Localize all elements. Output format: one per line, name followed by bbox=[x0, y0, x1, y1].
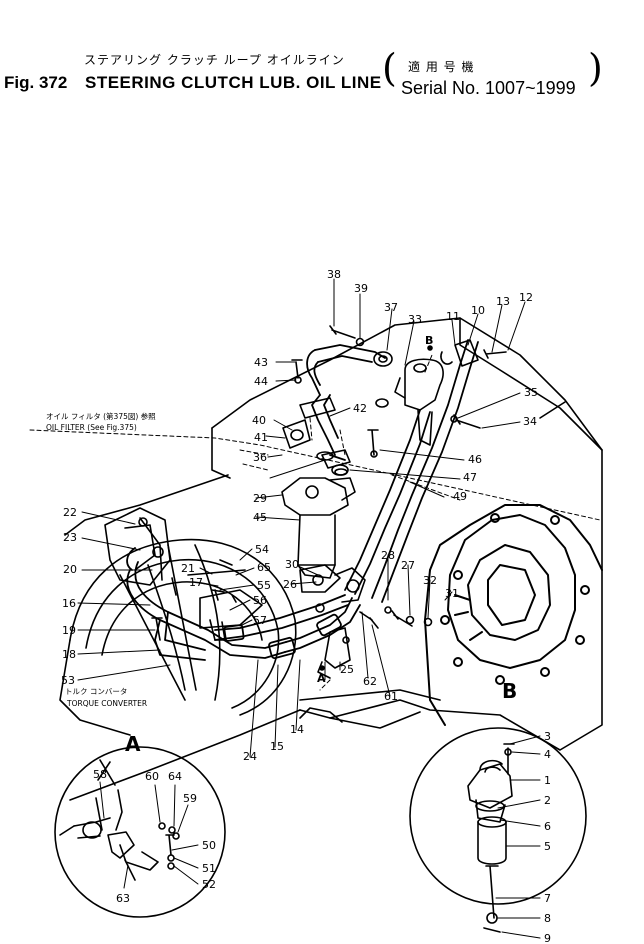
part-number-callout: 60 bbox=[145, 770, 159, 783]
oil-filter-jp-note: オイル フィルタ (第375図) 参照 bbox=[46, 411, 156, 421]
part-number-callout: 53 bbox=[61, 674, 75, 687]
part-number-callout: 44 bbox=[254, 375, 268, 388]
oil-pipes bbox=[126, 339, 479, 661]
part-number-callout: 13 bbox=[496, 295, 510, 308]
part-number-callout: 51 bbox=[202, 862, 216, 875]
part-number-callout: 29 bbox=[253, 492, 267, 505]
part-number-callout: 42 bbox=[353, 402, 367, 415]
detail-b-reference: B bbox=[425, 334, 433, 347]
part-number-callout: 19 bbox=[62, 624, 76, 637]
part-number-callout: 11 bbox=[446, 310, 460, 323]
part-number-callout: 28 bbox=[381, 549, 395, 562]
part-number-callout: 36 bbox=[253, 451, 267, 464]
japanese-serial: 適 用 号 機 bbox=[408, 60, 475, 74]
part-number-callout: 7 bbox=[544, 892, 551, 905]
part-number-callout: 10 bbox=[471, 304, 485, 317]
part-number-callout: 63 bbox=[116, 892, 130, 905]
part-number-callout: 14 bbox=[290, 723, 304, 736]
part-number-callout: 62 bbox=[363, 675, 377, 688]
detail-a-label: A bbox=[125, 732, 141, 756]
part-number-callout: 9 bbox=[544, 932, 551, 944]
serial-range: Serial No. 1007~1999 bbox=[401, 78, 576, 98]
torque-converter-note: TORQUE CONVERTER bbox=[66, 699, 147, 708]
part-number-callout: 61 bbox=[384, 690, 398, 703]
part-number-callout: 37 bbox=[384, 301, 398, 314]
oil-filter-note: OIL FILTER (See Fig.375) bbox=[46, 423, 137, 432]
reference-lines bbox=[29, 354, 601, 691]
gear-housing bbox=[424, 504, 603, 726]
fittings bbox=[281, 339, 479, 679]
part-number-callout: 18 bbox=[62, 648, 76, 661]
part-number-callout: 31 bbox=[445, 587, 459, 600]
part-number-callout: 41 bbox=[254, 431, 268, 444]
part-number-callout: 24 bbox=[243, 750, 257, 763]
part-number-callout: 3 bbox=[544, 730, 551, 743]
part-number-callout: 2 bbox=[544, 794, 551, 807]
transmission-case bbox=[64, 317, 603, 801]
detail-b-label: B bbox=[502, 679, 517, 703]
part-number-callout: 8 bbox=[544, 912, 551, 925]
part-number-callout: 17 bbox=[189, 576, 203, 589]
part-number-callout: 59 bbox=[183, 792, 197, 805]
part-number-callout: 40 bbox=[252, 414, 266, 427]
part-number-callout: 47 bbox=[463, 471, 477, 484]
detail-a-reference: A bbox=[317, 672, 326, 685]
diagram-title: STEERING CLUTCH LUB. OIL LINE bbox=[85, 73, 382, 92]
part-number-callout: 15 bbox=[270, 740, 284, 753]
part-number-callout: 25 bbox=[340, 663, 354, 676]
part-number-callout: 56 bbox=[253, 594, 267, 607]
diagram-text: オイル フィルタ (第375図) 参照 OIL FILTER (See Fig.… bbox=[46, 334, 517, 756]
part-number-callout: 22 bbox=[63, 506, 77, 519]
reference-markers bbox=[299, 345, 433, 723]
part-number-callout: 49 bbox=[453, 490, 467, 503]
part-number-callout: 38 bbox=[327, 268, 341, 281]
part-number-callout: 26 bbox=[283, 578, 297, 591]
part-number-callout: 34 bbox=[523, 415, 537, 428]
part-number-callout: 30 bbox=[285, 558, 299, 571]
part-number-callout: 33 bbox=[408, 313, 422, 326]
part-number-callout: 50 bbox=[202, 839, 216, 852]
part-number-callout: 4 bbox=[544, 748, 551, 761]
brackets-left bbox=[104, 507, 263, 641]
part-number-callout: 16 bbox=[62, 597, 76, 610]
torque-converter-housing bbox=[59, 538, 297, 736]
part-number-callout: 58 bbox=[93, 768, 107, 781]
part-number-callout: 5 bbox=[544, 840, 551, 853]
part-number-callout: 32 bbox=[423, 574, 437, 587]
part-number-callout: 20 bbox=[63, 563, 77, 576]
part-number-callout: 39 bbox=[354, 282, 368, 295]
japanese-title: ステアリング クラッチ ループ オイルライン bbox=[84, 53, 345, 67]
part-number-callout: 57 bbox=[253, 614, 267, 627]
part-number-callout: 12 bbox=[519, 291, 533, 304]
figure-number: Fig. 372 bbox=[4, 73, 68, 92]
open-paren: ( bbox=[382, 46, 397, 90]
detail-a bbox=[54, 746, 226, 918]
part-number-callout: 45 bbox=[253, 511, 267, 524]
part-number-callout: 35 bbox=[524, 386, 538, 399]
part-number-callout: 43 bbox=[254, 356, 268, 369]
part-number-callout: 55 bbox=[257, 579, 271, 592]
leader-lines bbox=[77, 278, 526, 758]
part-number-callout: 52 bbox=[202, 878, 216, 891]
part-number-callout: 64 bbox=[168, 770, 182, 783]
part-number-callout: 6 bbox=[544, 820, 551, 833]
close-paren: ) bbox=[588, 46, 603, 90]
part-number-callout: 27 bbox=[401, 559, 415, 572]
detail-b bbox=[409, 727, 587, 939]
part-number-callout: 46 bbox=[468, 453, 482, 466]
part-number-callout: 1 bbox=[544, 774, 551, 787]
part-number-callout: 23 bbox=[63, 531, 77, 544]
torque-converter-jp-note: トルク コンバータ bbox=[65, 687, 127, 696]
part-number-callout: 21 bbox=[181, 562, 195, 575]
part-number-callout: 65 bbox=[257, 561, 271, 574]
part-number-callout: 54 bbox=[255, 543, 269, 556]
